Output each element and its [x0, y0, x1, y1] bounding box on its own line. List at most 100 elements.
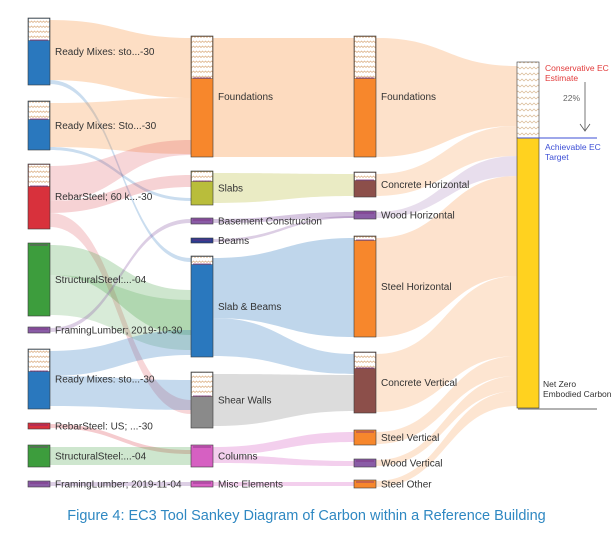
assembly-hatch	[354, 352, 376, 369]
source-link-4	[50, 140, 191, 201]
source-hatch	[28, 101, 50, 120]
assembly-bar	[353, 429, 377, 446]
assembly-bar	[353, 479, 377, 489]
component-link-0	[213, 38, 354, 157]
component-hatch	[191, 256, 213, 265]
source-hatch	[28, 349, 50, 372]
assembly-label-1: Concrete Horizontal	[381, 180, 469, 191]
source-link-12	[50, 424, 191, 454]
component-hatch	[191, 171, 213, 182]
source-link-9	[50, 219, 191, 332]
source-node-2[interactable]	[27, 163, 51, 230]
source-bar	[27, 444, 51, 468]
assembly-label-7: Steel Other	[381, 480, 432, 491]
figure-caption: Figure 4: EC3 Tool Sankey Diagram of Car…	[67, 508, 546, 524]
assembly-node-3[interactable]	[353, 235, 377, 338]
target-node[interactable]	[516, 61, 540, 409]
component-link-2	[213, 212, 354, 223]
assembly-node-7[interactable]	[353, 479, 377, 489]
component-label-0: Foundations	[218, 92, 273, 103]
assembly-hatch	[354, 172, 376, 181]
component-node-0[interactable]	[190, 35, 214, 158]
component-link-6	[213, 374, 354, 426]
assembly-link-0	[376, 38, 517, 157]
source-link-8	[50, 275, 191, 350]
component-link-8	[213, 455, 354, 466]
source-hatch	[28, 18, 50, 41]
arrow-head-icon	[579, 123, 591, 132]
component-node-7[interactable]	[190, 480, 214, 488]
assembly-link-2	[376, 156, 517, 218]
source-link-14	[50, 482, 191, 486]
source-hatch	[28, 164, 50, 187]
assembly-bar	[353, 458, 377, 468]
source-label-0: Ready Mixes: sto...-30	[55, 47, 155, 58]
conservative-hatch	[516, 61, 540, 139]
component-link-4	[213, 238, 354, 337]
source-label-5: Ready Mixes: sto...-30	[55, 375, 155, 386]
component-label-5: Shear Walls	[218, 396, 272, 407]
source-node-8[interactable]	[27, 480, 51, 488]
assembly-node-2[interactable]	[353, 210, 377, 220]
assembly-link-4	[376, 276, 517, 412]
component-node-3[interactable]	[190, 237, 214, 244]
assembly-label-2: Wood Horizontal	[381, 211, 455, 222]
component-hatch	[191, 36, 213, 79]
source-node-6[interactable]	[27, 422, 51, 430]
component-label-6: Columns	[218, 452, 257, 463]
component-node-4[interactable]	[190, 255, 214, 358]
component-label-1: Slabs	[218, 184, 243, 195]
assembly-label-3: Steel Horizontal	[381, 282, 452, 293]
source-label-2: RebarSteel; 60 k...-30	[55, 192, 153, 203]
source-node-0[interactable]	[27, 17, 51, 86]
component-link-7	[213, 432, 354, 455]
reduction-percent: 22%	[563, 93, 580, 103]
source-link-0	[50, 20, 191, 98]
source-node-1[interactable]	[27, 100, 51, 151]
net-zero-label: Net Zero Embodied Carbon	[543, 379, 612, 399]
assembly-node-0[interactable]	[353, 35, 377, 158]
component-bar	[190, 444, 214, 468]
component-bar	[190, 255, 214, 358]
source-link-6	[50, 213, 191, 414]
component-node-5[interactable]	[190, 371, 214, 429]
source-node-7[interactable]	[27, 444, 51, 468]
assembly-link-7	[376, 391, 517, 487]
component-bar	[190, 217, 214, 225]
assembly-link-6	[376, 376, 517, 466]
assembly-node-4[interactable]	[353, 351, 377, 414]
assembly-bar	[353, 210, 377, 220]
component-node-6[interactable]	[190, 444, 214, 468]
source-link-1	[50, 80, 191, 262]
source-bar	[27, 480, 51, 488]
component-link-9	[213, 482, 354, 486]
component-hatch	[191, 372, 213, 397]
net-zero-bar	[516, 137, 540, 409]
assembly-node-5[interactable]	[353, 429, 377, 446]
source-node-3[interactable]	[27, 242, 51, 317]
source-bar	[27, 326, 51, 334]
assembly-label-6: Wood Vertical	[381, 459, 443, 470]
source-link-2	[50, 98, 191, 154]
component-node-1[interactable]	[190, 170, 214, 206]
flow-links	[50, 20, 517, 487]
component-bar	[190, 237, 214, 244]
component-label-2: Basement Construction	[218, 217, 322, 228]
assembly-link-3	[376, 176, 517, 337]
source-label-1: Ready Mixes: Sto...-30	[55, 121, 157, 132]
assembly-node-1[interactable]	[353, 171, 377, 198]
component-link-3	[213, 216, 354, 242]
component-node-2[interactable]	[190, 217, 214, 225]
component-bar	[190, 480, 214, 488]
component-label-4: Slab & Beams	[218, 302, 281, 313]
source-node-5[interactable]	[27, 348, 51, 410]
source-label-4: FramingLumber; 2019-10-30	[55, 326, 183, 337]
source-node-4[interactable]	[27, 326, 51, 334]
assembly-hatch	[354, 236, 376, 241]
assembly-node-6[interactable]	[353, 458, 377, 468]
component-link-5	[213, 318, 354, 374]
source-link-5	[50, 175, 191, 213]
source-bar	[27, 242, 51, 317]
